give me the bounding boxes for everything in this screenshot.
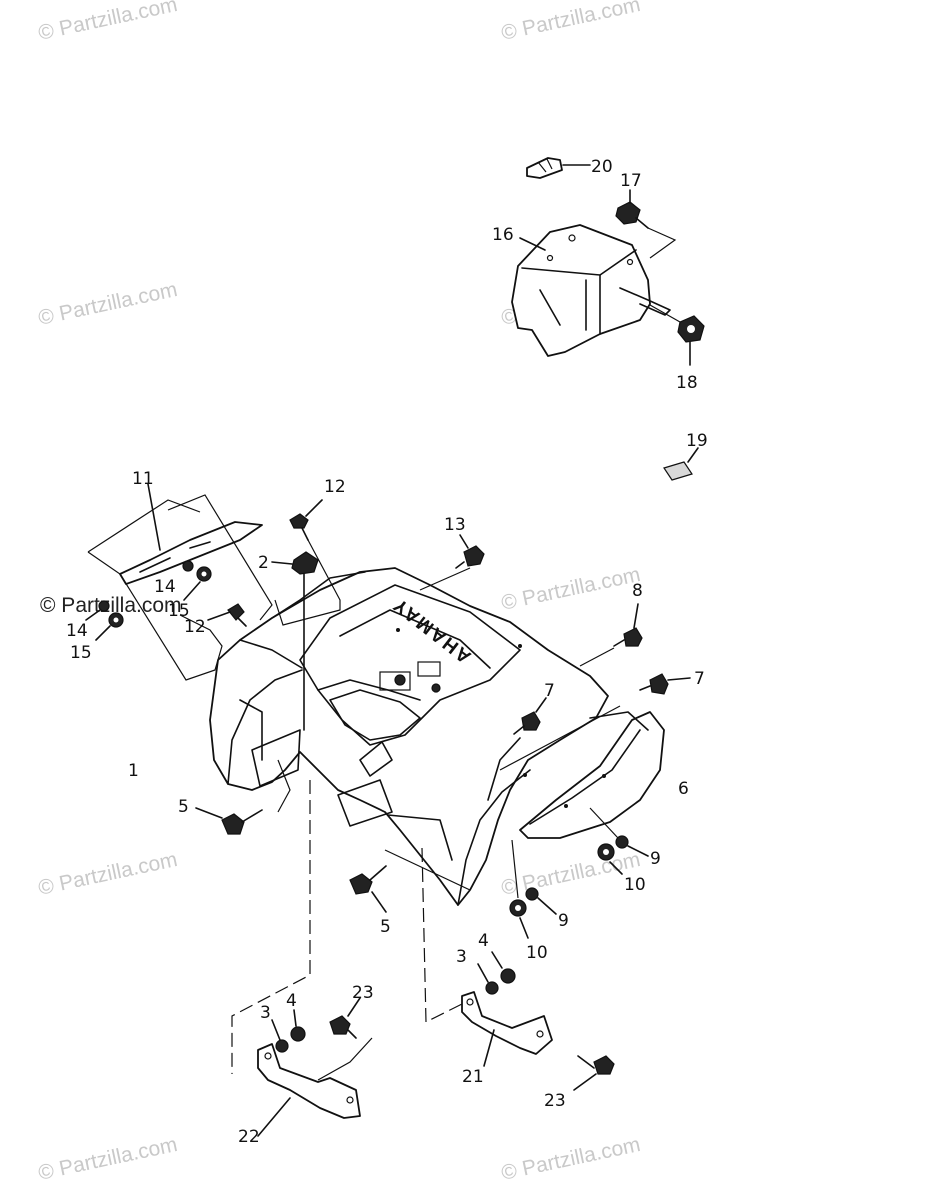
part-10-nut xyxy=(509,839,529,939)
callout-7: 7 xyxy=(694,669,705,689)
callout-6: 6 xyxy=(678,779,689,799)
callout-5: 5 xyxy=(380,917,391,937)
watermark: © Partzilla.com xyxy=(36,1133,179,1185)
callout-7: 7 xyxy=(544,681,555,701)
callout-4: 4 xyxy=(286,991,297,1011)
part-8-bolt xyxy=(579,603,643,667)
watermark: © Partzilla.com xyxy=(499,1133,642,1185)
part-12-screw xyxy=(207,603,247,627)
part-5-bolt xyxy=(195,807,263,835)
part-23-bolt xyxy=(573,1055,615,1091)
watermark: © Partzilla.com xyxy=(499,0,642,45)
callout-3: 3 xyxy=(456,947,467,967)
part-19-pad xyxy=(663,447,699,481)
part-23-bolt xyxy=(329,997,361,1039)
callout-22: 22 xyxy=(238,1127,260,1147)
part-9-washer xyxy=(589,807,649,857)
callout-14: 14 xyxy=(154,577,176,597)
watermark: © Partzilla.com xyxy=(40,594,182,617)
callout-13: 13 xyxy=(444,515,466,535)
callout-11: 11 xyxy=(132,469,154,489)
leader-lines xyxy=(231,759,471,1074)
callout-1: 1 xyxy=(128,761,139,781)
callout-19: 19 xyxy=(686,431,708,451)
callout-12: 12 xyxy=(324,477,346,497)
watermark: © Partzilla.com xyxy=(36,0,179,45)
watermark: © Partzilla.com xyxy=(36,848,179,900)
callout-20: 20 xyxy=(591,157,613,177)
part-10-nut xyxy=(597,843,623,875)
part-15-nut xyxy=(183,566,212,601)
part-4-nut xyxy=(491,951,516,984)
part-6-flap xyxy=(499,705,665,839)
part-3-washer xyxy=(477,963,499,995)
part-13-bolt xyxy=(419,534,485,591)
callout-12: 12 xyxy=(184,617,206,637)
part-18-nut xyxy=(649,304,705,366)
callout-labels: 20 17 16 18 19 11 12 13 2 14 15 12 14 15… xyxy=(66,157,708,1147)
part-17-bolt xyxy=(615,189,677,259)
callout-10: 10 xyxy=(624,875,646,895)
part-22-stay xyxy=(257,1037,373,1137)
watermark: © Partzilla.com xyxy=(499,563,642,615)
callout-14: 14 xyxy=(66,621,88,641)
part-5-bolt xyxy=(349,865,387,913)
callout-2: 2 xyxy=(258,553,269,573)
part-7-bolt xyxy=(513,697,547,735)
callout-16: 16 xyxy=(492,225,514,245)
part-14-washer xyxy=(85,600,110,621)
callout-21: 21 xyxy=(462,1067,484,1087)
callout-5: 5 xyxy=(178,797,189,817)
part-4-nut xyxy=(290,1009,306,1042)
callout-4: 4 xyxy=(478,931,489,951)
callout-15: 15 xyxy=(168,601,190,621)
part-16-cover xyxy=(511,224,671,357)
callout-23: 23 xyxy=(544,1091,566,1111)
part-12-screw xyxy=(274,499,341,626)
callout-3: 3 xyxy=(260,1003,271,1023)
callout-8: 8 xyxy=(632,581,643,601)
part-9-washer xyxy=(525,887,557,915)
callout-10: 10 xyxy=(526,943,548,963)
callout-15: 15 xyxy=(70,643,92,663)
part-15-nut xyxy=(95,612,124,641)
watermark: © Partzilla.com xyxy=(36,278,179,330)
part-14-washer xyxy=(182,560,194,572)
part-3-washer xyxy=(271,1019,289,1053)
part-7-bolt xyxy=(639,673,691,695)
callout-9: 9 xyxy=(650,849,661,869)
callout-9: 9 xyxy=(558,911,569,931)
callout-18: 18 xyxy=(676,373,698,393)
part-2-bolt xyxy=(271,551,319,731)
part-1-rear-fender: YAMAHA xyxy=(209,567,609,906)
part-21-stay xyxy=(461,991,553,1067)
part-20-clip xyxy=(526,157,591,179)
callout-23: 23 xyxy=(352,983,374,1003)
part-11-bracket xyxy=(87,483,273,681)
callout-17: 17 xyxy=(620,171,642,191)
